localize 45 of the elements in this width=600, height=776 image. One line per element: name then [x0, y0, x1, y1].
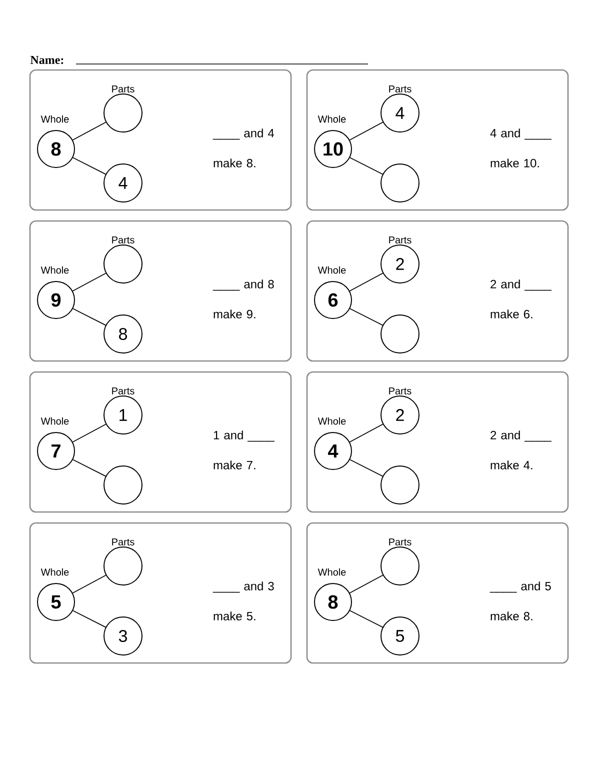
caption-label: Parts — [389, 236, 412, 244]
caption-label: Parts — [112, 86, 134, 92]
connector-line — [349, 272, 384, 292]
connector-line — [72, 272, 106, 292]
connector-line — [72, 424, 106, 442]
connector-line — [350, 157, 384, 175]
sentence-text: 4 and ____ make 10. — [490, 128, 552, 168]
connector-line — [72, 459, 106, 477]
empty-circle — [380, 466, 420, 504]
empty-circle — [380, 164, 420, 202]
connector-line — [72, 610, 106, 628]
caption-label: Whole — [40, 266, 69, 274]
connector-line — [349, 122, 384, 140]
sentence-text: 1 and ____ make 7. — [214, 430, 274, 470]
sentence-text: 2 and ____ make 4. — [490, 430, 552, 470]
caption-label: Whole — [318, 266, 346, 274]
caption-label: Parts — [112, 236, 134, 244]
caption-label: Parts — [112, 538, 134, 546]
caption-label: Whole — [318, 417, 346, 425]
caption-label: Parts — [112, 388, 134, 394]
connector-line — [350, 610, 384, 628]
connector-line — [349, 574, 384, 594]
caption-label: Parts — [389, 388, 412, 394]
caption-label: Whole — [318, 568, 346, 576]
connector-line — [72, 308, 106, 326]
caption-label: Whole — [40, 568, 69, 576]
connector-line — [72, 122, 106, 140]
caption-label: Whole — [40, 115, 69, 123]
empty-circle — [380, 314, 420, 354]
connector-line — [72, 574, 106, 594]
caption-label: Parts — [389, 538, 412, 546]
connector-line — [350, 308, 384, 326]
connector-line — [72, 157, 106, 175]
sentence-text: ____ and 5 make 8. — [490, 582, 551, 620]
empty-circle — [104, 466, 142, 504]
sentence-text: ____ and 4 make 8. — [212, 128, 274, 168]
sentence-text: ____ and 3 make 5. — [212, 582, 274, 620]
caption-label: Parts — [389, 86, 412, 92]
caption-label: Whole — [40, 417, 69, 425]
sentence-text: ____ and 8 make 9. — [212, 280, 274, 318]
caption-label: Whole — [318, 115, 346, 123]
connector-line — [350, 459, 384, 477]
sentence-text: 2 and ____ make 6. — [490, 280, 552, 318]
name-label: Name: — [30, 56, 64, 64]
connector-line — [349, 424, 384, 442]
